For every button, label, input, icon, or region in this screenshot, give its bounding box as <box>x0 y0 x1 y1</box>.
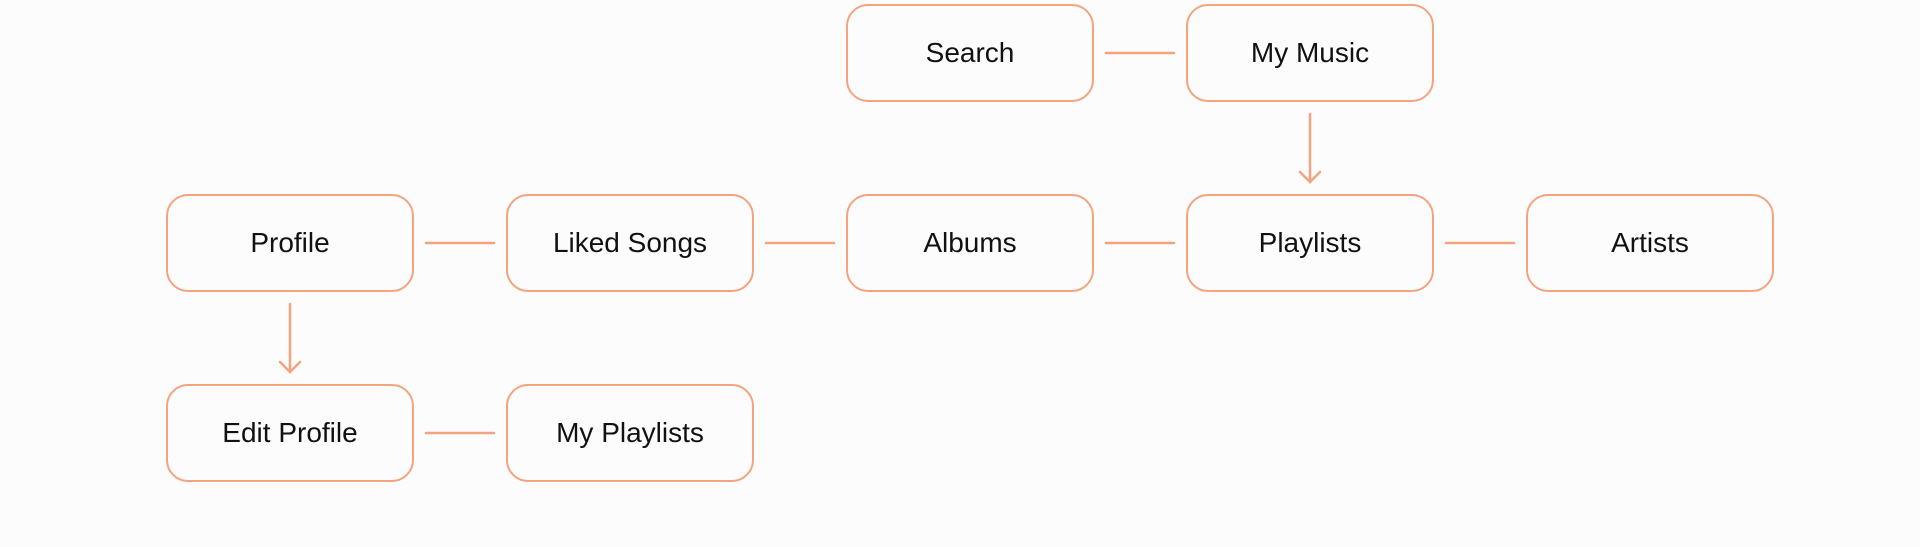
node-label: My Music <box>1250 37 1370 68</box>
node-label: Liked Songs <box>552 227 708 258</box>
node-artists[interactable]: Artists <box>1526 194 1774 292</box>
node-edit-profile[interactable]: Edit Profile <box>166 384 414 482</box>
node-my-playlists[interactable]: My Playlists <box>506 384 754 482</box>
node-label: Albums <box>923 227 1017 258</box>
node-playlists[interactable]: Playlists <box>1186 194 1434 292</box>
node-profile[interactable]: Profile <box>166 194 414 292</box>
node-albums[interactable]: Albums <box>846 194 1094 292</box>
node-label: Profile <box>250 227 330 258</box>
node-liked-songs[interactable]: Liked Songs <box>506 194 754 292</box>
arrowhead-down-icon <box>278 360 302 374</box>
node-label: My Playlists <box>556 417 704 448</box>
node-search[interactable]: Search <box>846 4 1094 102</box>
node-my-music[interactable]: My Music <box>1186 4 1434 102</box>
node-label: Edit Profile <box>222 417 358 448</box>
node-label: Search <box>925 37 1015 68</box>
arrowhead-down-icon <box>1298 170 1322 184</box>
node-label: Artists <box>1611 227 1689 258</box>
node-label: Playlists <box>1258 227 1362 258</box>
